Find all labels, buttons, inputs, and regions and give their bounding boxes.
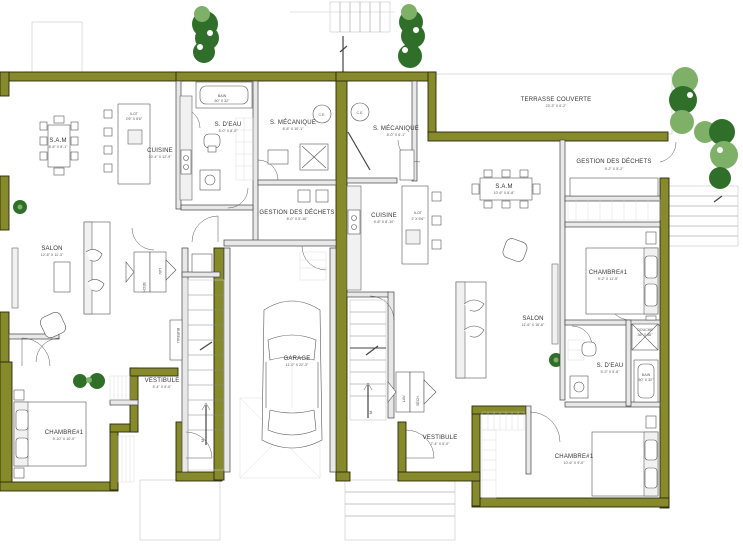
room-label: VESTIBULE: [145, 378, 180, 384]
tree-icon: [398, 4, 425, 68]
mechanical-room-left: C.E.: [267, 104, 332, 171]
room-label: SALON: [41, 246, 62, 252]
room-dimension: 8'-8" X 10'-1": [283, 127, 304, 131]
plant-icon: [73, 373, 105, 389]
sofa-right: [455, 263, 559, 379]
armchair-right: [502, 238, 528, 262]
room-dimension: 12'-6" X 11'-3": [41, 253, 64, 257]
room-label: S.A.M: [495, 184, 512, 190]
bed-right-top: [585, 231, 659, 321]
closet-left: [109, 375, 135, 483]
room-label: VESTIBULE: [423, 435, 458, 441]
plant-icon: [549, 353, 563, 367]
bath-left: [195, 81, 254, 191]
laundry-right: [387, 371, 437, 413]
room-dimension: 9'-10" X 10'-0": [53, 437, 76, 441]
room-dimension: 10'-4" X 12'-9": [149, 155, 172, 159]
room-label: S.A.M: [49, 138, 66, 144]
tree-icon: [192, 6, 219, 63]
bed-left: [13, 389, 87, 479]
car-icon: [239, 300, 323, 479]
room-dimension: 2'6" X 6'6": [126, 117, 143, 121]
dryer-label: SÉCH.: [415, 395, 420, 406]
bed-right-bottom: [591, 415, 659, 497]
room-dimension: 5'-0" X 8'-0": [219, 129, 238, 133]
water-heater-label: C.E.: [357, 111, 364, 115]
room-label: S. D'EAU: [597, 363, 624, 369]
stair-up-label: M.: [369, 410, 373, 414]
room-dimension: 8'-0" X 6'-1": [387, 133, 406, 137]
sofa-left: [11, 221, 111, 315]
closet-right: [481, 411, 525, 499]
room-label: CHAMBRE#1: [589, 270, 628, 276]
desk-label: BUREAU: [176, 328, 180, 343]
desk-left: [169, 319, 183, 361]
room-dimension: 7'-4" X 5'-0": [431, 442, 450, 446]
closet-labels: LAV. SÉCH. BUREAU LAV. SÉCH. M. M.: [142, 268, 420, 442]
exterior-walls: [0, 71, 670, 509]
kitchen-island-right: [401, 185, 442, 265]
room-label: BAIN: [642, 373, 651, 377]
room-labels: S.A.M 8'-6" X 8'-1" CUISINE 10'-4" X 12'…: [41, 94, 654, 465]
room-dimension: 5'-3" X 5'-6": [601, 370, 620, 374]
room-dimension: 8'-6" X 8'-1": [49, 145, 68, 149]
tree-icon: [669, 67, 738, 189]
dining-table-left: [39, 115, 79, 176]
mechanical-room-right: C.E.: [347, 102, 415, 181]
room-dimension: 8'-0" X 5'-10": [287, 217, 308, 221]
room-dimension: 9'-2" X 11'-5": [598, 277, 619, 281]
room-label: S. MÉCANIQUE: [373, 125, 419, 132]
stairs: [187, 279, 387, 471]
room-dimension: 23'-3" X 6'-2": [546, 104, 567, 108]
room-label: CHAMBRE#1: [555, 454, 594, 460]
room-label: CHAMBRE#1: [45, 430, 84, 436]
stair-up-label: M.: [201, 438, 205, 442]
room-label: ILOT: [414, 211, 423, 215]
bathroom-right: [567, 323, 659, 403]
water-heater-label: C.E.: [319, 113, 326, 117]
room-label: BAIN: [218, 94, 227, 98]
dining-table-right: [471, 169, 541, 209]
laundry-label: LAV.: [158, 268, 162, 275]
room-label: GARAGE: [284, 356, 311, 362]
room-dimension: 2' X 5'6": [411, 217, 425, 221]
armchair-left: [40, 312, 66, 338]
room-dimension: 36" X 36": [638, 333, 654, 337]
interior-walls: [8, 80, 661, 475]
kitchen-island-left: [103, 103, 151, 185]
room-label: TERRASSE COUVERTE: [521, 97, 592, 103]
room-dimension: 9'-8" X 8'-10": [374, 220, 395, 224]
laundry-label: LAV.: [402, 395, 406, 402]
room-dimension: 10'-6" X 8'-8": [494, 191, 515, 195]
room-label: DOUCHE: [637, 328, 653, 332]
doors: [21, 107, 677, 459]
room-label: S. D'EAU: [215, 122, 242, 128]
room-label: ILOT: [130, 112, 139, 116]
room-label: S. MÉCANIQUE: [270, 119, 316, 126]
room-label: SALON: [522, 316, 543, 322]
dryer-label: SÉCH.: [142, 282, 147, 293]
room-label: GESTION DES DÉCHETS: [576, 158, 651, 165]
room-dimension: 5'-4" X 6'-0": [153, 385, 172, 389]
room-dimension: 60" X 32": [215, 99, 231, 103]
room-label: CUISINE: [371, 213, 397, 219]
waste-bins-right: [567, 177, 661, 221]
kitchen-counter-right: [346, 185, 362, 291]
room-label: CUISINE: [147, 148, 173, 154]
room-dimension: 60" X 32": [639, 378, 655, 382]
plant-icon: [13, 200, 27, 214]
room-label: GESTION DES DÉCHETS: [259, 209, 334, 216]
laundry-left: [125, 251, 213, 293]
room-dimension: 9'-2" X 5'-2": [605, 167, 624, 171]
waste-bins-left: [297, 189, 329, 281]
kitchen-counter-left: [179, 95, 193, 201]
room-dimension: 11'-6" X 16'-6": [522, 323, 545, 327]
room-dimension: 10'-6" X 9'-0": [564, 461, 585, 465]
room-dimension: 11'-0" X 22'-3": [286, 363, 309, 367]
